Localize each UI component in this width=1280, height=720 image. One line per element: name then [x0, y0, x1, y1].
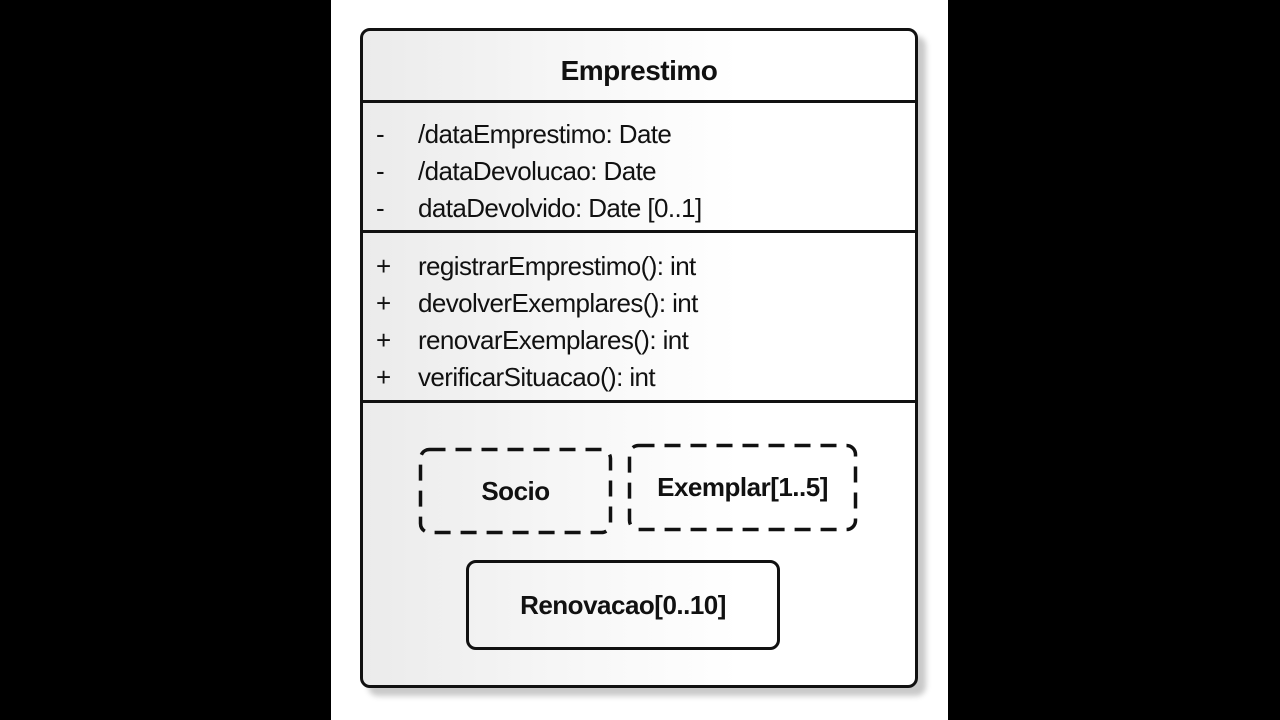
- attributes-compartment: - /dataEmprestimo: Date - /dataDevolucao…: [363, 103, 915, 233]
- visibility-marker: -: [376, 119, 385, 149]
- member-text: devolverExemplares(): int: [418, 288, 698, 318]
- member-text: /dataEmprestimo: Date: [418, 119, 672, 149]
- member-row: + renovarExemplares(): int: [363, 322, 915, 359]
- visibility-marker: +: [376, 362, 391, 392]
- nested-node-renovacao: Renovacao[0..10]: [466, 560, 780, 650]
- nested-node-socio: Socio: [418, 447, 613, 535]
- dashed-border: [627, 443, 858, 532]
- member-row: - /dataDevolucao: Date: [363, 153, 915, 190]
- diagram-canvas: Emprestimo - /dataEmprestimo: Date - /da…: [331, 0, 948, 720]
- uml-class-node-emprestimo: Emprestimo - /dataEmprestimo: Date - /da…: [360, 28, 918, 688]
- nested-node-label: Socio: [481, 475, 550, 506]
- member-row: - dataDevolvido: Date [0..1]: [363, 190, 915, 227]
- methods-compartment: + registrarEmprestimo(): int + devolverE…: [363, 233, 915, 403]
- nested-node-label: Renovacao[0..10]: [520, 589, 726, 620]
- nested-nodes-compartment: Socio Exemplar[1..5] Renovacao[0..10]: [363, 403, 915, 685]
- class-title-compartment: Emprestimo: [363, 31, 915, 103]
- dashed-border: [418, 447, 613, 535]
- visibility-marker: -: [376, 193, 385, 223]
- member-row: + devolverExemplares(): int: [363, 285, 915, 322]
- visibility-marker: -: [376, 156, 385, 186]
- member-text: registrarEmprestimo(): int: [418, 251, 696, 281]
- visibility-marker: +: [376, 251, 391, 281]
- nested-node-exemplar: Exemplar[1..5]: [627, 443, 858, 532]
- member-text: verificarSituacao(): int: [418, 362, 656, 392]
- visibility-marker: +: [376, 325, 391, 355]
- member-row: + verificarSituacao(): int: [363, 359, 915, 396]
- nested-node-label: Exemplar[1..5]: [657, 472, 828, 502]
- visibility-marker: +: [376, 288, 391, 318]
- member-text: dataDevolvido: Date [0..1]: [418, 193, 702, 223]
- member-text: /dataDevolucao: Date: [418, 156, 657, 186]
- class-title: Emprestimo: [560, 54, 718, 86]
- member-row: - /dataEmprestimo: Date: [363, 116, 915, 153]
- member-row: + registrarEmprestimo(): int: [363, 248, 915, 285]
- member-text: renovarExemplares(): int: [418, 325, 689, 355]
